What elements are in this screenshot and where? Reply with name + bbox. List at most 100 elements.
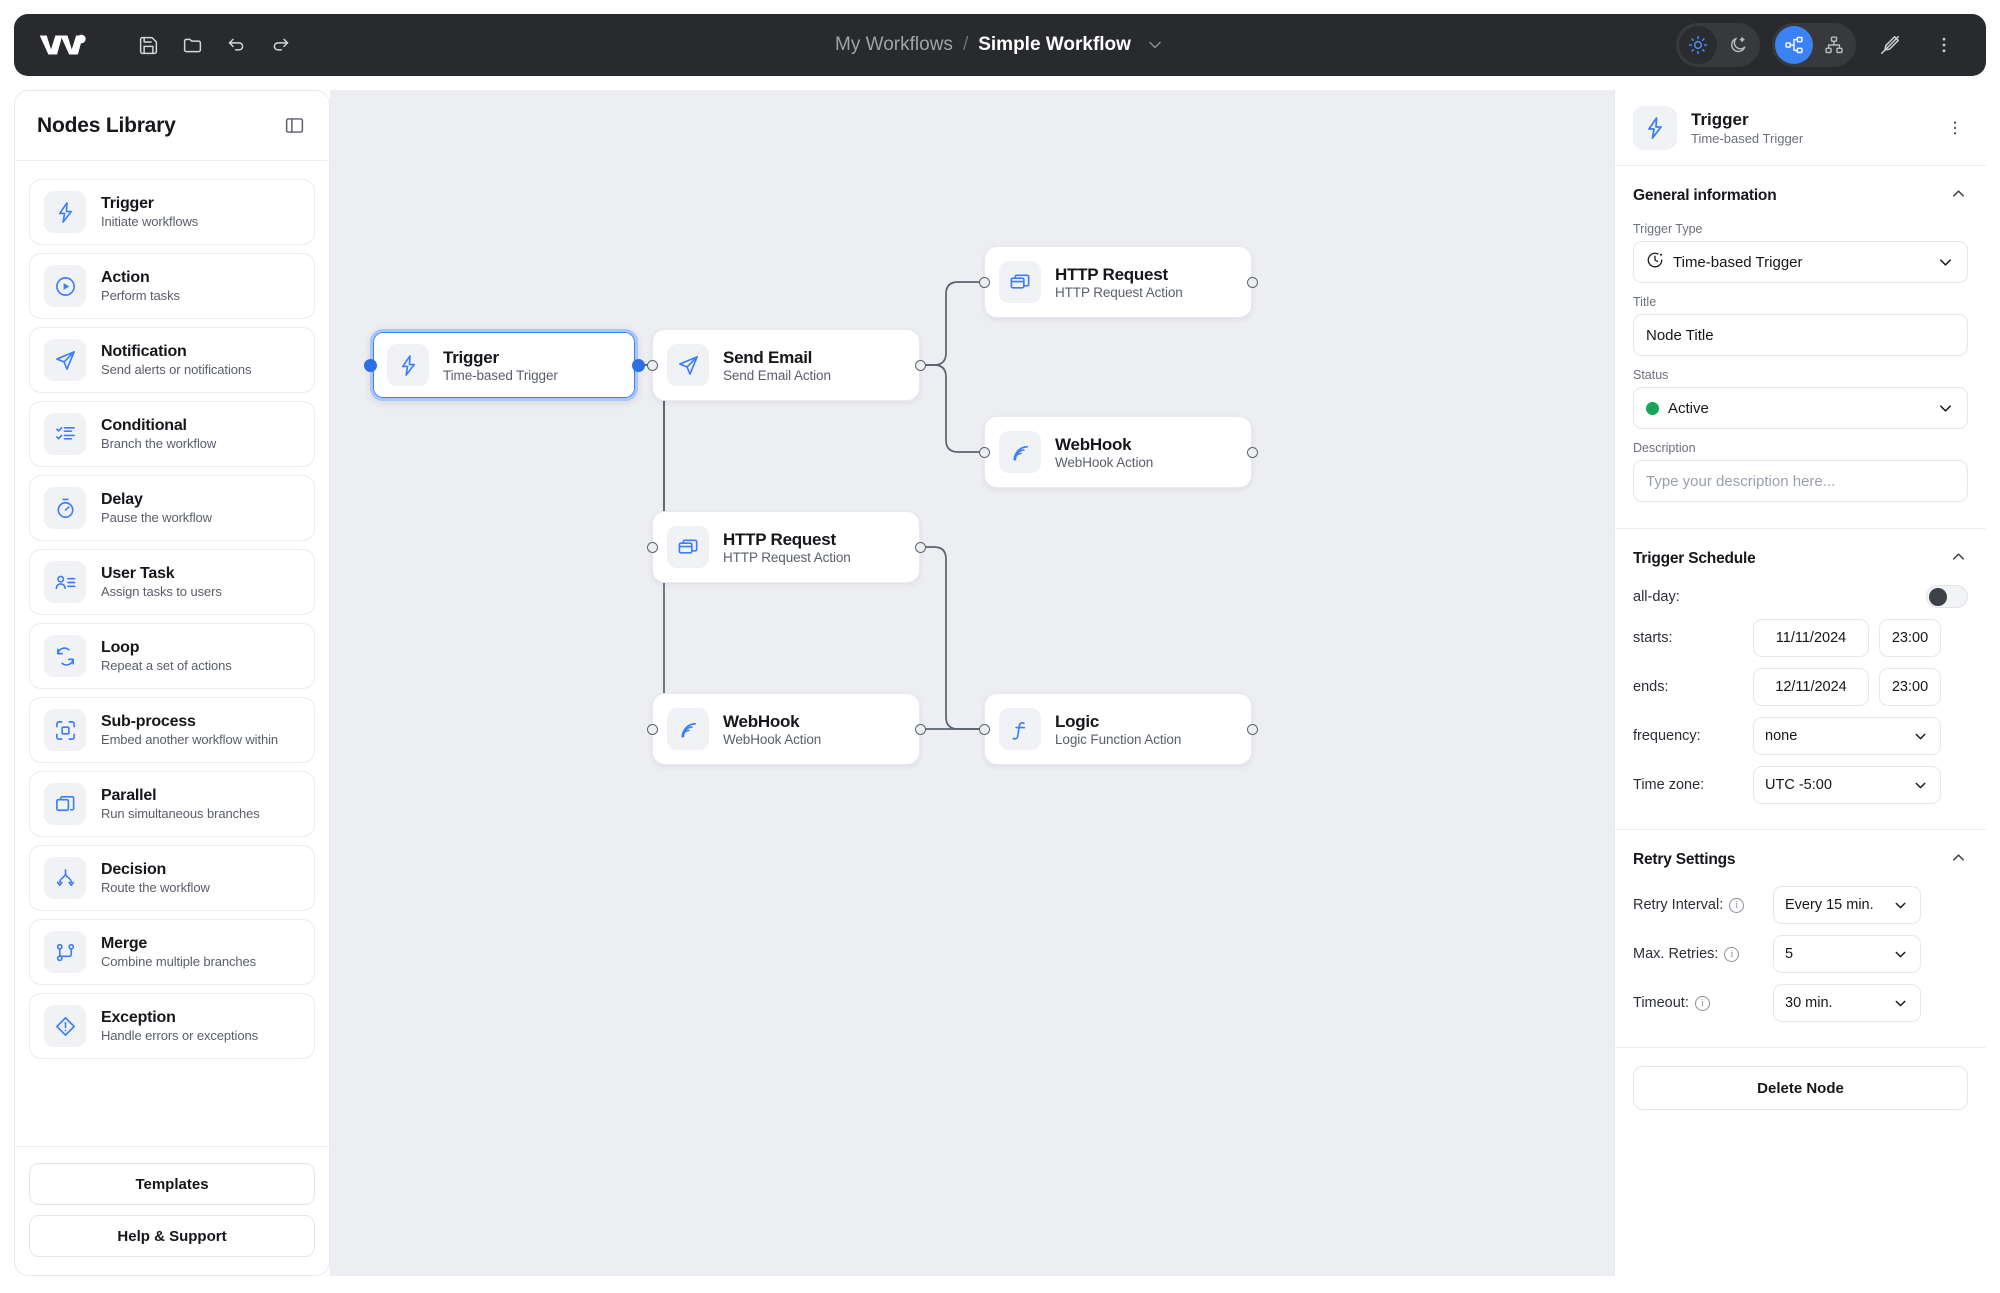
info-icon[interactable]: i	[1724, 946, 1740, 962]
max-retries-row: Max. Retries: i 5	[1633, 935, 1968, 973]
moon-icon[interactable]	[1719, 26, 1757, 64]
ends-time-input[interactable]: 23:00	[1879, 668, 1941, 706]
more-vertical-icon[interactable]	[1942, 115, 1968, 141]
node-library-item-name: Conditional	[101, 417, 187, 434]
bolt-icon	[1633, 105, 1677, 150]
port-out-email[interactable]	[915, 360, 926, 371]
panel-body: General information Trigger Type Time-ba…	[1615, 166, 1986, 1276]
status-select[interactable]: Active	[1633, 387, 1968, 429]
chevron-down-icon[interactable]	[1912, 728, 1929, 745]
status-value: Active	[1668, 399, 1709, 417]
port-in-email[interactable]	[647, 360, 658, 371]
port-out-trigger[interactable]	[632, 359, 645, 372]
port-in-trigger[interactable]	[364, 359, 377, 372]
port-out-hook1[interactable]	[1247, 447, 1258, 458]
starts-time-input[interactable]: 23:00	[1879, 619, 1941, 657]
trigger-type-select[interactable]: Time-based Trigger	[1633, 241, 1968, 283]
chevron-up-icon[interactable]	[1949, 184, 1968, 208]
chevron-up-icon[interactable]	[1949, 848, 1968, 872]
ends-date-input[interactable]: 12/11/2024	[1753, 668, 1869, 706]
sun-icon[interactable]	[1679, 26, 1717, 64]
open-folder-icon[interactable]	[170, 23, 214, 67]
port-in-hook1[interactable]	[979, 447, 990, 458]
max-retries-select[interactable]: 5	[1773, 935, 1921, 973]
all-day-toggle[interactable]	[1926, 585, 1968, 608]
chevron-down-icon[interactable]	[1145, 35, 1165, 55]
general-information-header[interactable]: General information	[1633, 184, 1968, 208]
canvas-node-subtitle: HTTP Request Action	[1055, 284, 1183, 300]
info-icon[interactable]: i	[1694, 995, 1710, 1011]
edge-email-to-hook1[interactable]	[920, 364, 984, 453]
retry-interval-select[interactable]: Every 15 min.	[1773, 886, 1921, 924]
sidebar-title: Nodes Library	[37, 113, 176, 137]
delete-node-button[interactable]: Delete Node	[1633, 1066, 1968, 1110]
chevron-up-icon[interactable]	[1949, 547, 1968, 571]
port-in-hook2[interactable]	[647, 724, 658, 735]
info-icon[interactable]: i	[1729, 897, 1745, 913]
templates-button[interactable]: Templates	[29, 1163, 315, 1205]
chevron-down-icon[interactable]	[1892, 995, 1909, 1012]
port-in-http1[interactable]	[979, 277, 990, 288]
description-input[interactable]: Type your description here...	[1633, 460, 1968, 502]
timezone-select[interactable]: UTC -5:00	[1753, 766, 1941, 804]
breadcrumb-current[interactable]: Simple Workflow	[978, 34, 1131, 55]
edge-http2-to-logic[interactable]	[920, 546, 984, 730]
chevron-down-icon[interactable]	[1936, 399, 1955, 418]
help-support-button[interactable]: Help & Support	[29, 1215, 315, 1257]
port-out-hook2[interactable]	[915, 724, 926, 735]
port-out-logic[interactable]	[1247, 724, 1258, 735]
trigger-schedule-header[interactable]: Trigger Schedule	[1633, 547, 1968, 571]
port-out-http2[interactable]	[915, 542, 926, 553]
node-library-item-desc: Send alerts or notifications	[101, 362, 252, 377]
starts-date-input[interactable]: 11/11/2024	[1753, 619, 1869, 657]
more-vertical-icon[interactable]	[1924, 25, 1964, 65]
edge-email-to-http1[interactable]	[920, 281, 984, 366]
chevron-down-icon[interactable]	[1892, 897, 1909, 914]
horizontal-layout-icon[interactable]	[1775, 26, 1813, 64]
all-day-label: all-day:	[1633, 588, 1680, 605]
port-out-http1[interactable]	[1247, 277, 1258, 288]
theme-toggle-group	[1676, 23, 1760, 67]
vertical-layout-icon[interactable]	[1815, 26, 1853, 64]
frequency-select[interactable]: none	[1753, 717, 1941, 755]
node-library-item-name: Parallel	[101, 787, 157, 804]
timeout-select[interactable]: 30 min.	[1773, 984, 1921, 1022]
save-icon[interactable]	[126, 23, 170, 67]
redo-icon[interactable]	[258, 23, 302, 67]
sidebar-header: Nodes Library	[15, 91, 329, 161]
edit-off-icon[interactable]	[1870, 25, 1910, 65]
workflow-logo[interactable]	[38, 32, 90, 58]
breadcrumb-parent[interactable]: My Workflows	[835, 34, 953, 55]
edge-layer	[638, 281, 984, 730]
panel-collapse-icon[interactable]	[281, 113, 307, 139]
chevron-down-icon[interactable]	[1892, 946, 1909, 963]
chevron-down-icon[interactable]	[1912, 777, 1929, 794]
sidebar-footer: Templates Help & Support	[15, 1146, 329, 1275]
undo-icon[interactable]	[214, 23, 258, 67]
title-input[interactable]: Node Title	[1633, 314, 1968, 356]
retry-settings-header[interactable]: Retry Settings	[1633, 848, 1968, 872]
port-in-logic[interactable]	[979, 724, 990, 735]
port-in-http2[interactable]	[647, 542, 658, 553]
chevron-down-icon[interactable]	[1936, 253, 1955, 272]
